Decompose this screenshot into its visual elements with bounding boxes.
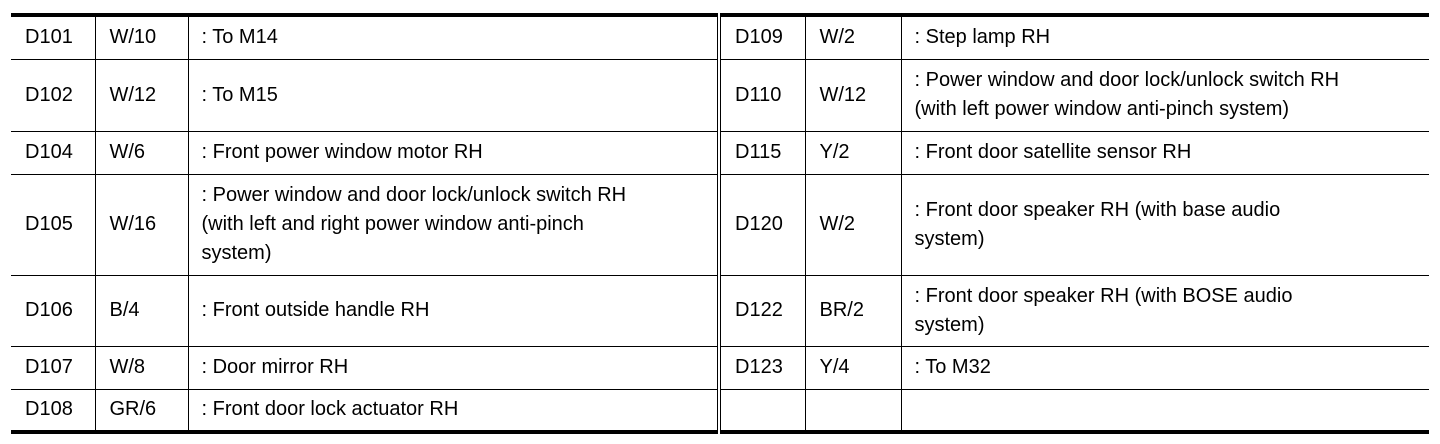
connector-description xyxy=(900,389,1429,433)
connector-type: B/4 xyxy=(94,275,188,347)
connector-type: BR/2 xyxy=(804,275,901,347)
connector-type xyxy=(804,389,901,433)
connector-code: D108 xyxy=(11,389,95,433)
connector-code: D123 xyxy=(717,346,805,390)
table-row: D104 W/6 : Front power window motor RH D… xyxy=(11,131,1429,175)
connector-type: W/12 xyxy=(804,59,901,132)
connector-code: D104 xyxy=(11,131,95,175)
connector-code: D106 xyxy=(11,275,95,347)
connector-description: : Power window and door lock/unlock swit… xyxy=(187,174,719,276)
connector-code: D120 xyxy=(717,174,805,276)
connector-description: : To M32 xyxy=(900,346,1429,390)
table-row: D107 W/8 : Door mirror RH D123 Y/4 : To … xyxy=(11,346,1429,390)
connector-description: : Step lamp RH xyxy=(900,15,1429,60)
connector-type: Y/2 xyxy=(804,131,901,175)
connector-code: D105 xyxy=(11,174,95,276)
connector-description: : Door mirror RH xyxy=(187,346,719,390)
connector-type: W/12 xyxy=(94,59,188,132)
table-row: D105 W/16 : Power window and door lock/u… xyxy=(11,174,1429,276)
connector-code xyxy=(717,389,805,433)
connector-code: D101 xyxy=(11,15,95,60)
connector-description: : Front outside handle RH xyxy=(187,275,719,347)
connector-description: : To M15 xyxy=(187,59,719,132)
connector-code: D109 xyxy=(717,15,805,60)
connector-type: W/8 xyxy=(94,346,188,390)
connector-code: D107 xyxy=(11,346,95,390)
connector-description: : Front power window motor RH xyxy=(187,131,719,175)
table-row: D106 B/4 : Front outside handle RH D122 … xyxy=(11,275,1429,347)
table-row: D108 GR/6 : Front door lock actuator RH xyxy=(11,389,1429,433)
connector-description: : Front door satellite sensor RH xyxy=(900,131,1429,175)
connector-description: : To M14 xyxy=(187,15,719,60)
connector-type: W/10 xyxy=(94,15,188,60)
connector-description: : Front door speaker RH (with BOSE audio… xyxy=(900,275,1429,347)
connector-type: W/2 xyxy=(804,174,901,276)
connector-code: D122 xyxy=(717,275,805,347)
connector-table: D101 W/10 : To M14 D109 W/2 : Step lamp … xyxy=(11,13,1429,434)
connector-code: D110 xyxy=(717,59,805,132)
table-row: D102 W/12 : To M15 D110 W/12 : Power win… xyxy=(11,59,1429,132)
connector-code: D102 xyxy=(11,59,95,132)
connector-description: : Power window and door lock/unlock swit… xyxy=(900,59,1429,132)
table-row: D101 W/10 : To M14 D109 W/2 : Step lamp … xyxy=(11,15,1429,60)
connector-type: W/6 xyxy=(94,131,188,175)
connector-description: : Front door speaker RH (with base audio… xyxy=(900,174,1429,276)
connector-code: D115 xyxy=(717,131,805,175)
connector-type: GR/6 xyxy=(94,389,188,433)
connector-type: Y/4 xyxy=(804,346,901,390)
connector-description: : Front door lock actuator RH xyxy=(187,389,719,433)
connector-type: W/16 xyxy=(94,174,188,276)
connector-type: W/2 xyxy=(804,15,901,60)
